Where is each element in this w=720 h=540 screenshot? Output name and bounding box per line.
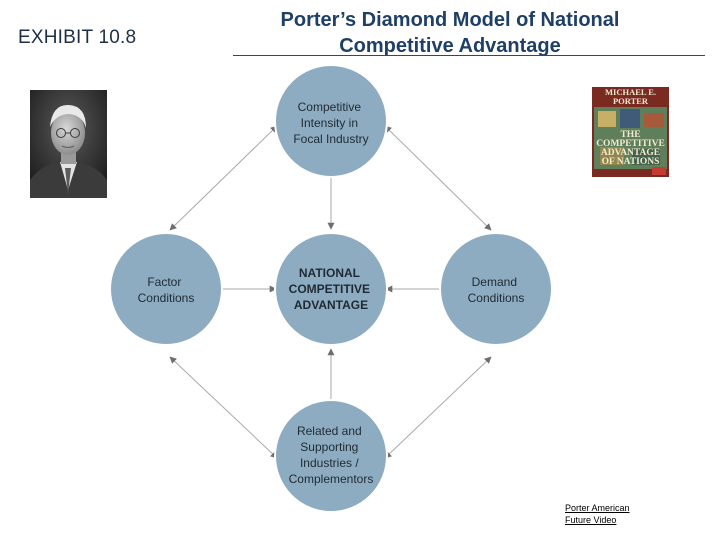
node-factor-conditions: Factor Conditions	[109, 232, 223, 346]
exhibit-label: EXHIBIT 10.8	[18, 27, 137, 48]
node-demand-conditions-label: Demand Conditions	[468, 275, 525, 305]
node-related-supporting-industries: Related and Supporting Industries / Comp…	[274, 399, 388, 513]
node-related-supporting-industries-label: Related and Supporting Industries / Comp…	[289, 424, 374, 486]
video-link-line-2: Future Video	[565, 515, 617, 525]
connector-demand-to-related	[384, 356, 492, 459]
book-title-line-1: THE	[620, 130, 641, 140]
book-title-line-3: ADVANTAGE	[600, 148, 661, 158]
title-divider	[233, 55, 705, 56]
book-title-line-4: OF NATIONS	[601, 157, 660, 167]
slide-title: Porter’s Diamond Model of National Compe…	[230, 7, 670, 59]
node-national-competitive-advantage-label: NATIONAL COMPETITIVE ADVANTAGE	[289, 266, 374, 312]
competitive-advantage-book-cover-image: MICHAEL E. PORTER THE COMPETITIVE ADVANT…	[592, 87, 669, 177]
book-author-line-1: MICHAEL E.	[604, 87, 656, 97]
porter-portrait-image	[30, 90, 107, 198]
node-factor-conditions-label: Factor Conditions	[138, 275, 195, 305]
book-title: THE COMPETITIVE ADVANTAGE OF NATIONS	[592, 130, 669, 167]
book-author-line-2: PORTER	[612, 95, 649, 106]
connector-factor-to-intensity	[169, 125, 278, 231]
node-national-competitive-advantage: NATIONAL COMPETITIVE ADVANTAGE	[274, 232, 388, 346]
connector-intensity-to-demand	[384, 125, 492, 231]
book-title-line-2: COMPETITIVE	[596, 139, 665, 149]
slide-title-line-1: Porter’s Diamond Model of National	[280, 9, 620, 31]
video-link-line-1: Porter American	[565, 503, 630, 513]
slide-title-line-2: Competitive Advantage	[339, 35, 561, 57]
porter-video-link[interactable]: Porter American Future Video	[565, 502, 675, 526]
node-competitive-intensity: Competitive Intensity in Focal Industry	[274, 64, 388, 178]
node-competitive-intensity-label: Competitive Intensity in Focal Industry	[293, 100, 368, 146]
connector-factor-to-related	[169, 356, 278, 459]
book-author: MICHAEL E. PORTER	[592, 88, 669, 105]
node-demand-conditions: Demand Conditions	[439, 232, 553, 346]
